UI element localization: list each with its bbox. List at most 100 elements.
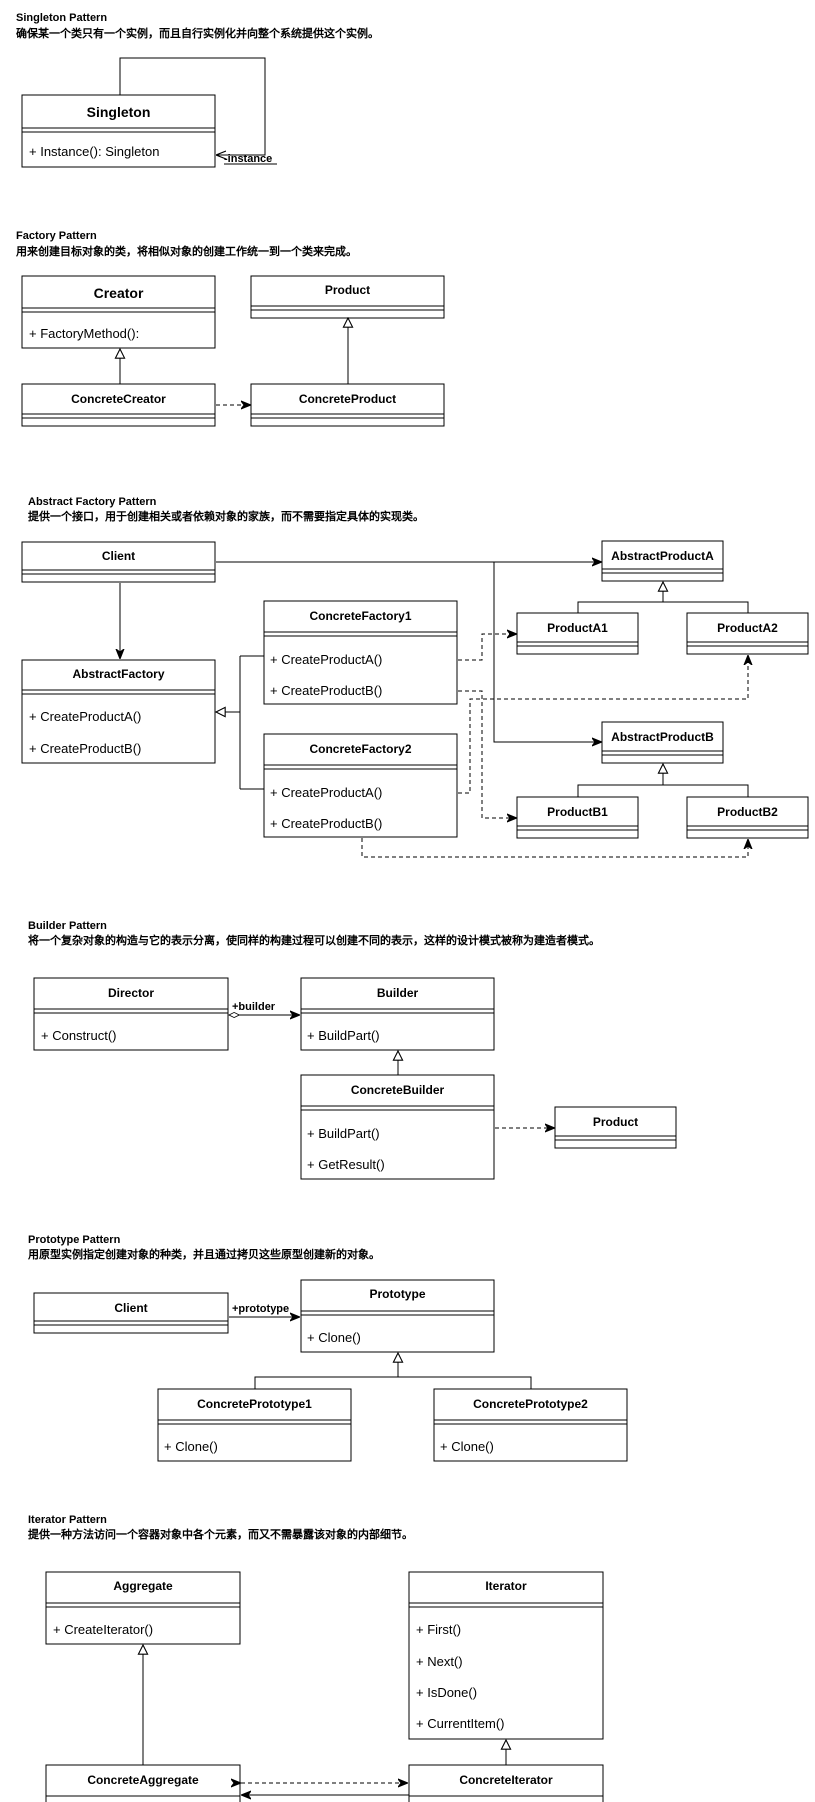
class-name: ConcreteAggregate	[87, 1773, 199, 1787]
inheritance-edge	[254, 1376, 532, 1389]
section-description: 用原型实例指定创建对象的种类，并且通过拷贝这些原型创建新的对象。	[28, 1247, 380, 1261]
class-name: ConcreteFactory1	[309, 609, 411, 623]
class-name: Aggregate	[113, 1579, 173, 1593]
class-concrete-prototype2: ConcretePrototype2 + Clone()	[433, 1388, 628, 1462]
class-concrete-factory2: ConcreteFactory2 + CreateProductA() + Cr…	[263, 733, 458, 838]
class-operation: + CreateProductB()	[270, 816, 382, 831]
association-edge	[493, 562, 602, 742]
section-description: 提供一个接口，用于创建相关或者依赖对象的家族，而不需要指定具体的实现类。	[28, 509, 424, 523]
class-builder: Builder + BuildPart()	[300, 977, 495, 1051]
class-concrete-iterator: ConcreteIterator	[408, 1764, 604, 1802]
dependency-edge	[361, 838, 748, 858]
self-association-edge	[119, 57, 266, 155]
prototype-section: Prototype Pattern 用原型实例指定创建对象的种类，并且通过拷贝这…	[28, 1234, 628, 1462]
section-title: Factory Pattern	[16, 230, 97, 242]
class-operation: + Clone()	[307, 1330, 361, 1345]
class-concrete-creator: ConcreteCreator	[21, 383, 216, 427]
dependency-edge	[458, 634, 517, 661]
class-operation: + CreateProductA()	[270, 785, 382, 800]
section-title: Builder Pattern	[28, 920, 107, 932]
class-name: ConcreteBuilder	[351, 1083, 445, 1097]
section-title: Iterator Pattern	[28, 1514, 107, 1526]
abstract-factory-section: Abstract Factory Pattern 提供一个接口，用于创建相关或者…	[21, 496, 809, 858]
class-name: ConcretePrototype1	[197, 1397, 312, 1411]
class-operation: + CreateProductA()	[29, 709, 141, 724]
class-client: Client	[21, 541, 216, 583]
class-creator: Creator + FactoryMethod():	[21, 275, 216, 349]
class-client: Client	[33, 1292, 229, 1334]
class-operation: + Clone()	[440, 1439, 494, 1454]
section-description: 提供一种方法访问一个容器对象中各个元素，而又不需暴露该对象的内部细节。	[28, 1527, 413, 1541]
class-singleton: Singleton + Instance(): Singleton	[21, 94, 216, 168]
class-operation: + IsDone()	[416, 1685, 477, 1700]
class-product-b2: ProductB2	[686, 796, 809, 839]
class-operation: + GetResult()	[307, 1157, 385, 1172]
class-aggregate: Aggregate + CreateIterator()	[45, 1571, 241, 1645]
section-description: 用来创建目标对象的类，将相似对象的创建工作统一到一个类来完成。	[16, 244, 357, 258]
class-operation: + First()	[416, 1622, 461, 1637]
class-name: ConcreteFactory2	[309, 742, 411, 756]
class-operation: + CurrentItem()	[416, 1716, 505, 1731]
class-name: Client	[102, 549, 135, 563]
section-description: 确保某一个类只有一个实例，而且自行实例化并向整个系统提供这个实例。	[16, 26, 379, 40]
class-product: Product	[554, 1106, 677, 1149]
class-operation: + CreateIterator()	[53, 1622, 153, 1637]
class-product: Product	[250, 275, 445, 319]
class-abstract-product-b: AbstractProductB	[601, 721, 724, 764]
edge-label: -instance	[224, 153, 272, 165]
class-iterator: Iterator + First() + Next() + IsDone() +…	[408, 1571, 604, 1740]
class-concrete-aggregate: ConcreteAggregate	[45, 1764, 241, 1802]
iterator-section: Iterator Pattern 提供一种方法访问一个容器对象中各个元素，而又不…	[28, 1514, 604, 1802]
class-name: ProductB1	[547, 805, 608, 819]
inheritance-edge	[239, 655, 264, 790]
section-title: Prototype Pattern	[28, 1234, 121, 1246]
singleton-section: Singleton Pattern 确保某一个类只有一个实例，而且自行实例化并向…	[16, 12, 379, 168]
class-name: Creator	[94, 285, 144, 301]
edge-label: +prototype	[232, 1303, 289, 1315]
class-name: Director	[108, 986, 154, 1000]
section-description: 将一个复杂对象的构造与它的表示分离，使同样的构建过程可以创建不同的表示，这样的设…	[28, 933, 600, 947]
dependency-edge	[458, 655, 748, 794]
factory-section: Factory Pattern 用来创建目标对象的类，将相似对象的创建工作统一到…	[16, 230, 445, 427]
class-operation: + BuildPart()	[307, 1028, 380, 1043]
class-name: ProductA2	[717, 621, 778, 635]
class-name: ConcreteCreator	[71, 392, 166, 406]
class-prototype: Prototype + Clone()	[300, 1279, 495, 1353]
section-title: Abstract Factory Pattern	[28, 496, 157, 508]
class-operation: + FactoryMethod():	[29, 326, 139, 341]
class-product-a2: ProductA2	[686, 612, 809, 655]
class-name: AbstractProductB	[611, 730, 714, 744]
class-name: Product	[593, 1115, 638, 1129]
class-concrete-factory1: ConcreteFactory1 + CreateProductA() + Cr…	[263, 600, 458, 705]
builder-section: Builder Pattern 将一个复杂对象的构造与它的表示分离，使同样的构建…	[28, 920, 677, 1180]
class-operation: + CreateProductA()	[270, 652, 382, 667]
class-operation: + Clone()	[164, 1439, 218, 1454]
class-director: Director + Construct()	[33, 977, 229, 1051]
class-operation: + CreateProductB()	[29, 741, 141, 756]
class-abstract-product-a: AbstractProductA	[601, 540, 724, 582]
class-name: AbstractFactory	[72, 667, 164, 681]
class-operation: + Next()	[416, 1654, 463, 1669]
class-name: ConcretePrototype2	[473, 1397, 588, 1411]
class-concrete-prototype1: ConcretePrototype1 + Clone()	[157, 1388, 352, 1462]
class-concrete-builder: ConcreteBuilder + BuildPart() + GetResul…	[300, 1074, 495, 1180]
class-name: ConcreteProduct	[299, 392, 396, 406]
class-name: ProductB2	[717, 805, 778, 819]
inheritance-edge	[577, 601, 749, 613]
class-name: Builder	[377, 986, 419, 1000]
class-operation: + Instance(): Singleton	[29, 144, 159, 159]
class-name: Iterator	[485, 1579, 527, 1593]
class-name: Singleton	[87, 104, 151, 120]
edge-label: +builder	[232, 1001, 276, 1013]
class-name: Product	[325, 283, 370, 297]
dependency-edge	[458, 690, 517, 818]
class-abstract-factory: AbstractFactory + CreateProductA() + Cre…	[21, 659, 216, 764]
section-title: Singleton Pattern	[16, 12, 107, 24]
class-product-b1: ProductB1	[516, 796, 639, 839]
class-name: Prototype	[369, 1287, 425, 1301]
class-name: Client	[114, 1301, 147, 1315]
class-product-a1: ProductA1	[516, 612, 639, 655]
class-concrete-product: ConcreteProduct	[250, 383, 445, 427]
class-operation: + Construct()	[41, 1028, 117, 1043]
